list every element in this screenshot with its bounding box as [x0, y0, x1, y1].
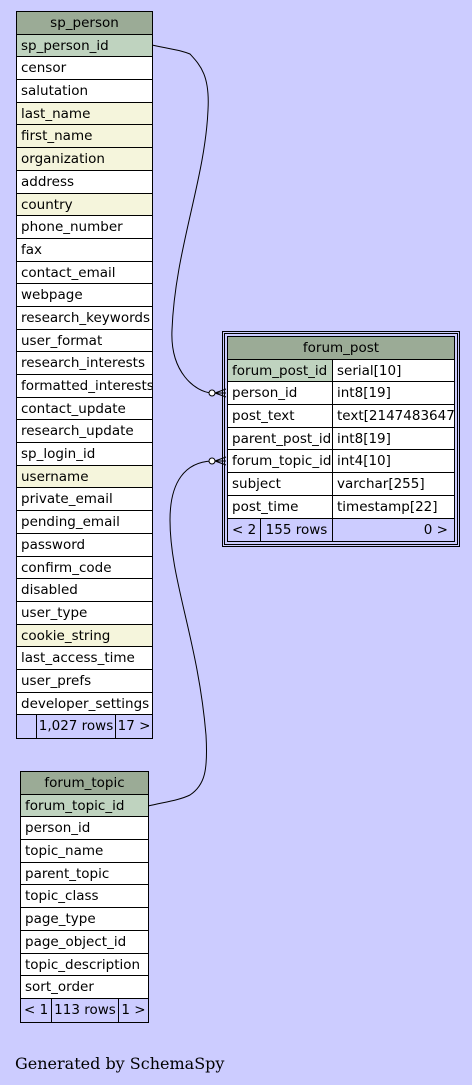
column-row[interactable]: organization: [17, 148, 152, 171]
column-row[interactable]: username: [17, 465, 152, 489]
column-name: parent_post_id: [228, 427, 333, 450]
column-row[interactable]: sp_login_id: [17, 443, 152, 466]
column-row[interactable]: disabled: [17, 579, 152, 602]
footer-parents: < 1: [21, 998, 52, 1022]
rel-forum-topic-to-forum-post: [147, 460, 213, 807]
generated-by-label: Generated by SchemaSpy: [15, 1054, 225, 1073]
column-row[interactable]: pending_email: [17, 511, 152, 534]
column-row[interactable]: forum_topic_id: [21, 794, 148, 818]
column-row[interactable]: research_update: [17, 420, 152, 444]
column-row[interactable]: password: [17, 534, 152, 557]
column-type: text[2147483647]: [337, 408, 454, 425]
table-title[interactable]: sp_person: [17, 12, 152, 35]
column-row[interactable]: last_access_time: [17, 647, 152, 670]
column-row[interactable]: fax: [17, 239, 152, 262]
column-name: subject: [228, 473, 333, 495]
column-name: post_time: [228, 495, 333, 518]
table-footer: < 2 155 rows 0 >: [228, 518, 454, 542]
column-row[interactable]: user_prefs: [17, 670, 152, 693]
column-row[interactable]: user_format: [17, 330, 152, 353]
column-row[interactable]: user_type: [17, 602, 152, 625]
crowsfoot: [214, 388, 227, 398]
column-row[interactable]: first_name: [17, 125, 152, 149]
column-name: forum_post_id: [228, 359, 333, 382]
footer-parents: [17, 715, 37, 738]
column-row[interactable]: page_type: [21, 908, 148, 931]
crowsfoot: [214, 456, 227, 466]
column-type: varchar[255]: [337, 476, 425, 493]
column-name: forum_topic_id: [228, 450, 333, 473]
column-row[interactable]: contact_email: [17, 262, 152, 285]
footer-row-count: 1,027 rows: [37, 715, 116, 738]
table-title[interactable]: forum_post: [228, 337, 454, 360]
column-row[interactable]: topic_name: [21, 840, 148, 863]
column-row[interactable]: sp_person_id: [17, 34, 152, 58]
column-row[interactable]: parent_topic: [21, 863, 148, 886]
column-row[interactable]: topic_description: [21, 954, 148, 977]
column-row[interactable]: cookie_string: [17, 624, 152, 648]
crowsfoot-circle: [208, 389, 216, 397]
column-type: serial[10]: [337, 362, 402, 379]
footer-children: 1 >: [121, 1001, 146, 1018]
column-name: person_id: [228, 382, 333, 405]
column-row[interactable]: salutation: [17, 80, 152, 103]
footer-parents: < 2: [228, 518, 261, 542]
footer-row-count: 113 rows: [52, 998, 119, 1022]
column-type: int8[19]: [337, 385, 391, 402]
column-row[interactable]: formatted_interests: [17, 375, 152, 398]
column-row[interactable]: developer_settings: [17, 693, 152, 716]
rel-sp-person-to-forum-post: [151, 44, 213, 394]
column-row[interactable]: research_interests: [17, 352, 152, 375]
table-footer: < 1 113 rows 1 >: [21, 998, 148, 1022]
column-row[interactable]: contact_update: [17, 398, 152, 421]
table-footer: 1,027 rows 17 >: [17, 715, 152, 738]
column-row[interactable]: last_name: [17, 102, 152, 126]
column-row[interactable]: censor: [17, 57, 152, 81]
column-row[interactable]: webpage: [17, 284, 152, 307]
footer-children: 17 >: [117, 718, 151, 735]
column-name: post_text: [228, 405, 333, 427]
column-row[interactable]: page_object_id: [21, 931, 148, 954]
table-title[interactable]: forum_topic: [21, 772, 148, 795]
column-row[interactable]: private_email: [17, 488, 152, 512]
column-row[interactable]: sort_order: [21, 976, 148, 999]
footer-row-count: 155 rows: [261, 518, 333, 542]
column-row[interactable]: research_keywords: [17, 307, 152, 330]
column-type: int8[19]: [337, 430, 391, 447]
footer-children: 0 >: [423, 521, 448, 538]
column-row[interactable]: address: [17, 171, 152, 194]
column-row[interactable]: phone_number: [17, 216, 152, 239]
column-row[interactable]: person_id: [21, 817, 148, 841]
column-row[interactable]: confirm_code: [17, 557, 152, 580]
column-type: int4[10]: [337, 453, 391, 470]
column-row[interactable]: country: [17, 193, 152, 217]
crowsfoot-circle: [208, 457, 216, 465]
column-row[interactable]: topic_class: [21, 885, 148, 909]
column-type: timestamp[22]: [337, 498, 438, 515]
